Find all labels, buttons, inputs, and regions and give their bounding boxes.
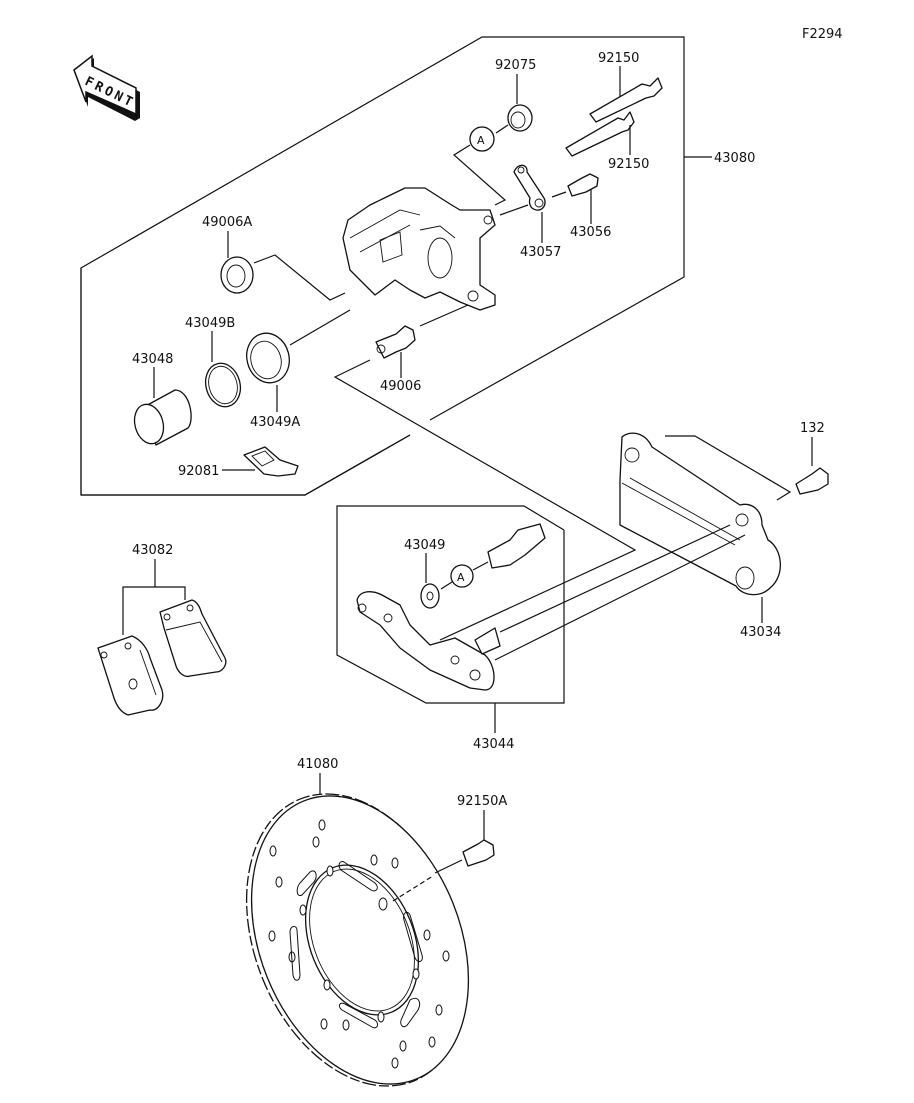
bleeder-cap-43057 [513,164,546,211]
screw-92150A [462,839,495,867]
figure-code: F2294 [802,27,843,42]
reference-marker-a-lower-label: A [457,571,465,584]
reference-marker-a-top [469,126,495,152]
callout-43034: 43034 [740,625,781,640]
pin-92150-bottom [565,111,635,157]
spring-92081 [243,446,299,477]
callout-92150-bottom: 92150 [608,157,649,172]
callout-92075: 92075 [495,58,536,73]
reference-marker-a-lower [450,564,474,588]
brake-disc-41080 [245,793,470,1087]
front-arrow-icon: FRONT [73,54,140,121]
callout-43049: 43049 [404,538,445,553]
seal-43049A [246,332,290,384]
callout-92150-top: 92150 [598,51,639,66]
callout-43082: 43082 [132,543,173,558]
seal-43049B [204,362,242,408]
callout-43057: 43057 [520,245,561,260]
reference-marker-a-top-label: A [477,134,485,147]
caliper-assembly-outline [80,36,685,496]
callout-92081: 92081 [178,464,219,479]
callout-49006: 49006 [380,379,421,394]
callout-132: 132 [800,421,825,436]
callout-43080: 43080 [714,151,755,166]
brake-pad-left [97,635,164,716]
caliper-bracket-43034 [619,432,782,596]
callout-43049B: 43049B [185,316,235,331]
callout-92150A: 92150A [457,794,507,809]
pin-49006 [375,325,416,359]
callout-41080: 41080 [297,757,338,772]
caliper-body [342,187,496,311]
pin-92150-top [589,77,663,123]
callout-43044: 43044 [473,737,514,752]
piston-43048 [133,389,192,446]
callout-49006A: 49006A [202,215,252,230]
callout-43049A: 43049A [250,415,300,430]
brake-pad-right [159,599,227,678]
callout-43056: 43056 [570,225,611,240]
caliper-assembly-boundary [80,268,411,496]
bolt-132 [795,467,829,495]
pivot-arm-43044 [356,591,501,691]
pivot-assembly-boundary [336,505,565,704]
boot-49006A [220,256,254,294]
washer-43049 [420,583,440,609]
bleeder-valve-43056 [567,173,599,197]
seal-92075 [507,104,533,132]
pivot-bolt [487,523,546,569]
callout-43048: 43048 [132,352,173,367]
